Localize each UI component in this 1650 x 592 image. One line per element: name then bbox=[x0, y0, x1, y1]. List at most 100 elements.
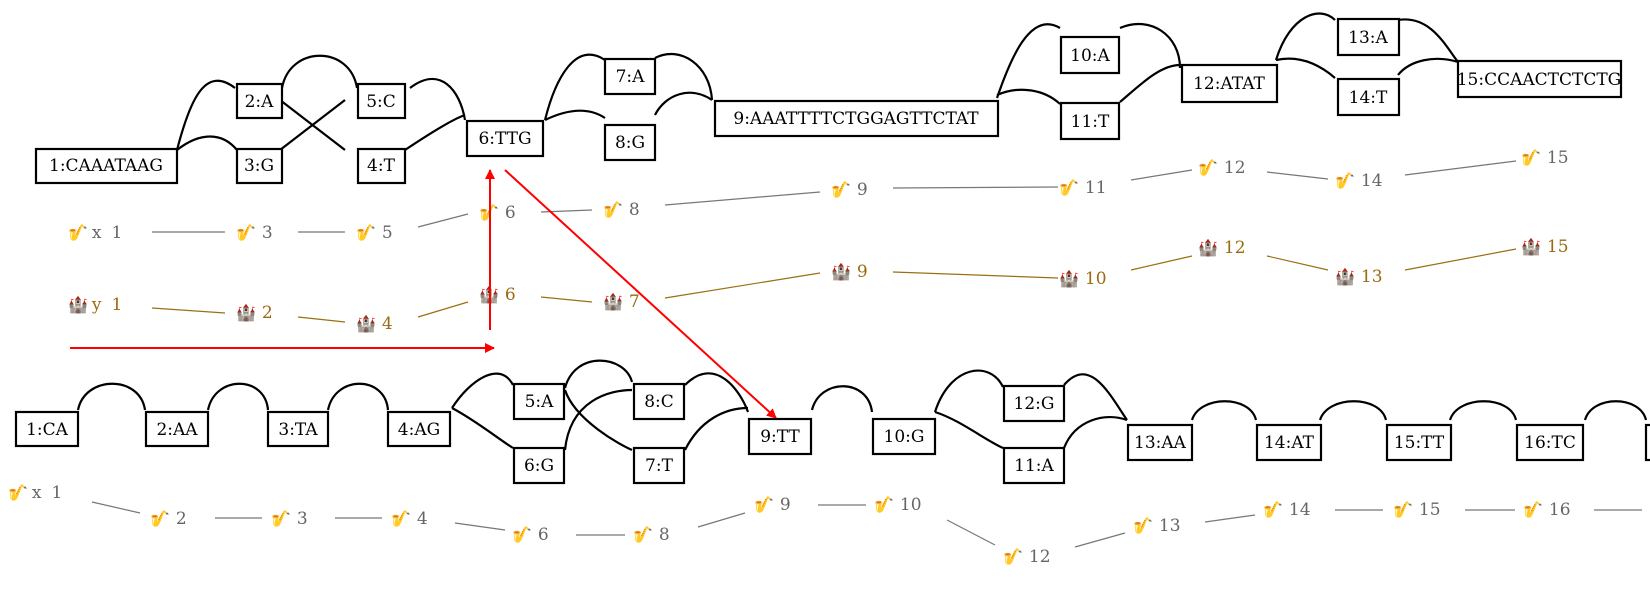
node-label: 15:CCAACTCTCTG bbox=[1457, 70, 1622, 90]
node-label: 9:AAATTTTCTGGAGTTCTAT bbox=[733, 109, 979, 129]
top-node-7: 7:A bbox=[603, 57, 657, 96]
node-label: 12:G bbox=[1014, 394, 1055, 414]
top-y-step-4: 🏰4 bbox=[356, 314, 393, 334]
node-label: 8:G bbox=[615, 133, 645, 153]
bottom-x-step-6: 🎷6 bbox=[512, 525, 549, 545]
bottom-node-15: 15:TT bbox=[1385, 423, 1453, 462]
bottom-node-16: 16:TC bbox=[1515, 423, 1585, 462]
node-label: 5:A bbox=[525, 392, 555, 412]
node-label: 15:TT bbox=[1394, 433, 1445, 453]
bottom-x-step-15: 🎷15 bbox=[1393, 500, 1441, 520]
top-node-6: 6:TTG bbox=[465, 119, 545, 158]
node-label: 9:TT bbox=[760, 427, 800, 447]
bottom-graph-edges bbox=[76, 359, 1648, 452]
node-label: 13:AA bbox=[1134, 433, 1187, 453]
top-node-9: 9:AAATTTTCTGGAGTTCTAT bbox=[713, 99, 1000, 138]
top-y-step-15: 🏰15 bbox=[1521, 237, 1569, 257]
top-path-x-lines bbox=[152, 160, 1517, 233]
bottom-x-step-13: 🎷13 bbox=[1133, 516, 1181, 536]
bottom-node-14: 14:AT bbox=[1255, 423, 1323, 462]
top-y-step-10: 🏰10 bbox=[1059, 269, 1107, 289]
top-node-8: 8:G bbox=[603, 123, 657, 162]
node-label: 8:C bbox=[644, 392, 674, 412]
top-x-step-3: 🎷3 bbox=[236, 223, 273, 243]
node-label: 4:T bbox=[367, 156, 396, 176]
bottom-node-12: 12:G bbox=[1002, 384, 1066, 423]
node-label: 12:ATAT bbox=[1193, 74, 1265, 94]
bottom-x-step-9: 🎷9 bbox=[754, 495, 791, 515]
node-label: 1:CA bbox=[26, 420, 69, 440]
node-label: 7:T bbox=[645, 456, 674, 476]
bottom-x-step-16: 🎷16 bbox=[1523, 500, 1571, 520]
node-label: 6:TTG bbox=[478, 129, 531, 149]
node-label: 3:G bbox=[244, 156, 274, 176]
top-node-15: 15:CCAACTCTCTG bbox=[1457, 59, 1623, 99]
top-node-1: 1:CAAATAAG bbox=[34, 147, 179, 185]
top-node-5: 5:C bbox=[356, 82, 407, 120]
bottom-node-17-partial bbox=[1644, 423, 1650, 462]
bottom-graph-nodes: 1:CA 2:AA 3:TA 4:AG 5:A 6:G 7:T 8:C bbox=[14, 382, 1650, 485]
bottom-node-10: 10:G bbox=[871, 417, 937, 456]
node-label: 7:A bbox=[616, 67, 646, 87]
diagonal-arrow bbox=[504, 169, 777, 419]
top-x-step-11: 🎷11 bbox=[1059, 178, 1107, 198]
top-node-12: 12:ATAT bbox=[1180, 63, 1279, 104]
bottom-node-5: 5:A bbox=[512, 382, 566, 421]
top-node-14: 14:T bbox=[1336, 77, 1401, 117]
top-node-10: 10:A bbox=[1059, 35, 1121, 75]
node-label: 14:AT bbox=[1264, 433, 1315, 453]
bottom-x-step-14: 🎷14 bbox=[1263, 500, 1311, 520]
node-label: 2:A bbox=[245, 92, 275, 112]
node-label: 6:G bbox=[524, 456, 554, 476]
top-node-3: 3:G bbox=[235, 147, 284, 185]
bottom-node-7: 7:T bbox=[632, 446, 686, 485]
top-x-step-5: 🎷5 bbox=[356, 223, 393, 243]
node-label: 11:T bbox=[1071, 112, 1110, 132]
node-label: 13:A bbox=[1348, 28, 1388, 48]
bottom-x-step-8: 🎷8 bbox=[633, 525, 670, 545]
top-path-y-lines bbox=[151, 248, 1517, 323]
bottom-x-step-12: 🎷12 bbox=[1003, 547, 1051, 567]
node-label: 1:CAAATAAG bbox=[49, 156, 163, 176]
top-graph-edges bbox=[175, 12, 1459, 151]
node-label: 10:A bbox=[1070, 46, 1110, 66]
bottom-node-4: 4:AG bbox=[386, 410, 452, 448]
node-label: 5:C bbox=[366, 92, 396, 112]
top-x-step-8: 🎷8 bbox=[603, 200, 640, 220]
top-y-step-13: 🏰13 bbox=[1335, 267, 1383, 287]
bottom-x-step-4: 🎷4 bbox=[391, 509, 428, 529]
top-x-step-15: 🎷15 bbox=[1521, 148, 1569, 168]
bottom-x-step-2: 🎷2 bbox=[150, 509, 187, 529]
node-label: 10:G bbox=[884, 427, 925, 447]
top-y-step-7: 🏰7 bbox=[603, 292, 640, 312]
top-graph-nodes: 1:CAAATAAG 2:A 3:G 4:T 5:C 6:TTG 7:A 8: bbox=[34, 17, 1623, 185]
top-y-step-6: 🏰6 bbox=[479, 285, 516, 305]
node-label: 4:AG bbox=[398, 420, 440, 440]
bottom-node-6: 6:G bbox=[512, 446, 566, 485]
bottom-node-13: 13:AA bbox=[1126, 423, 1194, 462]
bottom-path-x-lines bbox=[91, 501, 1642, 548]
bottom-x-step-10: 🎷10 bbox=[874, 495, 922, 515]
node-label: 14:T bbox=[1349, 88, 1388, 108]
bottom-node-11: 11:A bbox=[1002, 446, 1066, 485]
node-label: 3:TA bbox=[278, 420, 318, 440]
top-x-step-12: 🎷12 bbox=[1198, 158, 1246, 178]
node-label: 11:A bbox=[1014, 456, 1054, 476]
bottom-x-step-3: 🎷3 bbox=[271, 509, 308, 529]
top-x-step-6: 🎷6 bbox=[479, 203, 516, 223]
bottom-node-9: 9:TT bbox=[747, 417, 813, 456]
top-y-step-9: 🏰9 bbox=[831, 262, 868, 282]
bottom-node-3: 3:TA bbox=[266, 410, 330, 448]
bottom-node-8: 8:C bbox=[632, 382, 686, 421]
top-y-step-2: 🏰2 bbox=[236, 303, 273, 323]
